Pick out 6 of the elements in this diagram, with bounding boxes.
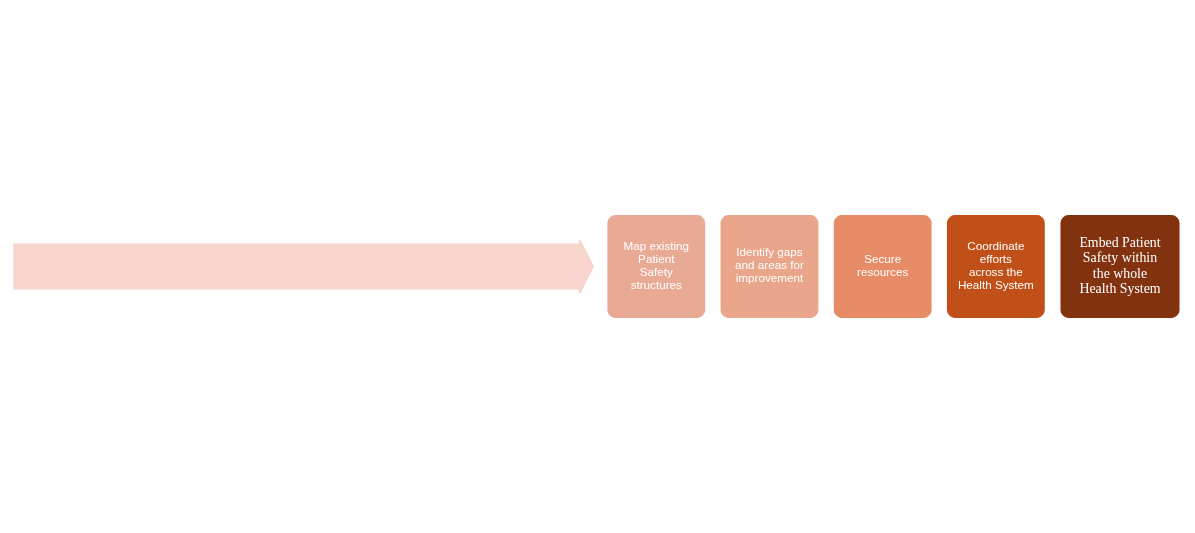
node-box: Map existing Patient Safety structures bbox=[605, 212, 708, 321]
node-box: Coordinate efforts across the Health System bbox=[944, 212, 1047, 321]
node-box: Embed Patient Safety within the whole Health System bbox=[1058, 212, 1182, 321]
node-box: Identify gaps and areas for improvement bbox=[718, 212, 821, 321]
node-box: Secure resources bbox=[831, 212, 934, 321]
node-arrow bbox=[13, 239, 594, 294]
